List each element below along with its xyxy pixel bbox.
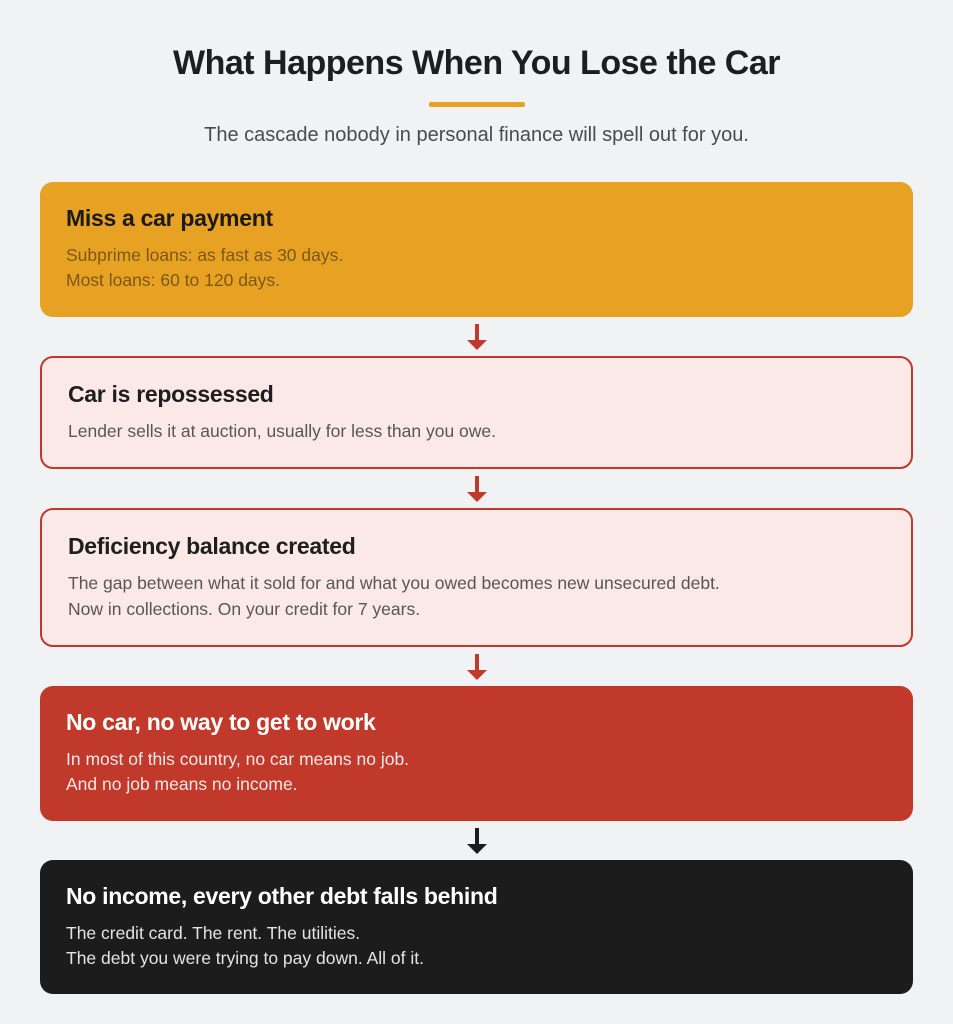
- step-line: In most of this country, no car means no…: [66, 748, 410, 769]
- arrow-stem: [474, 653, 479, 670]
- arrow-stem: [474, 476, 479, 493]
- step-heading: No car, no way to get to work: [66, 708, 376, 735]
- arrow-head: [466, 492, 487, 503]
- step-miss-payment: Miss a car payment Subprime loans: as fa…: [40, 182, 913, 317]
- step-repossessed: Car is repossessed Lender sells it at au…: [40, 355, 913, 470]
- down-arrow-icon: [466, 653, 487, 680]
- step-line: Most loans: 60 to 120 days.: [66, 270, 281, 291]
- step-no-income-debts-behind: No income, every other debt falls behind…: [40, 859, 913, 995]
- step-heading: No income, every other debt falls behind: [66, 882, 498, 909]
- step-no-car-no-work: No car, no way to get to work In most of…: [40, 685, 913, 821]
- page-title: What Happens When You Lose the Car: [172, 44, 781, 82]
- down-arrow-icon: [466, 323, 487, 350]
- step-heading: Car is repossessed: [68, 380, 274, 407]
- arrow-head: [466, 669, 487, 680]
- step-heading: Deficiency balance created: [68, 533, 356, 560]
- arrow-stem: [474, 827, 479, 844]
- step-line: Now in collections. On your credit for 7…: [68, 598, 421, 619]
- title-divider: [428, 102, 525, 107]
- down-arrow-icon: [466, 827, 487, 854]
- arrow-stem: [474, 323, 479, 340]
- step-line: The debt you were trying to pay down. Al…: [66, 948, 424, 968]
- step-line: The credit card. The rent. The utilities…: [66, 922, 361, 943]
- arrow-head: [466, 843, 487, 854]
- down-arrow-icon: [466, 476, 487, 503]
- step-line: The gap between what it sold for and wha…: [68, 573, 720, 594]
- step-heading: Miss a car payment: [66, 205, 273, 231]
- step-line: Lender sells it at auction, usually for …: [68, 420, 497, 441]
- step-line: And no job means no income.: [66, 774, 298, 795]
- step-deficiency-balance: Deficiency balance created The gap betwe…: [40, 508, 913, 647]
- page-subtitle: The cascade nobody in personal finance w…: [204, 124, 749, 146]
- step-line: Subprime loans: as fast as 30 days.: [66, 245, 344, 265]
- arrow-head: [466, 339, 487, 350]
